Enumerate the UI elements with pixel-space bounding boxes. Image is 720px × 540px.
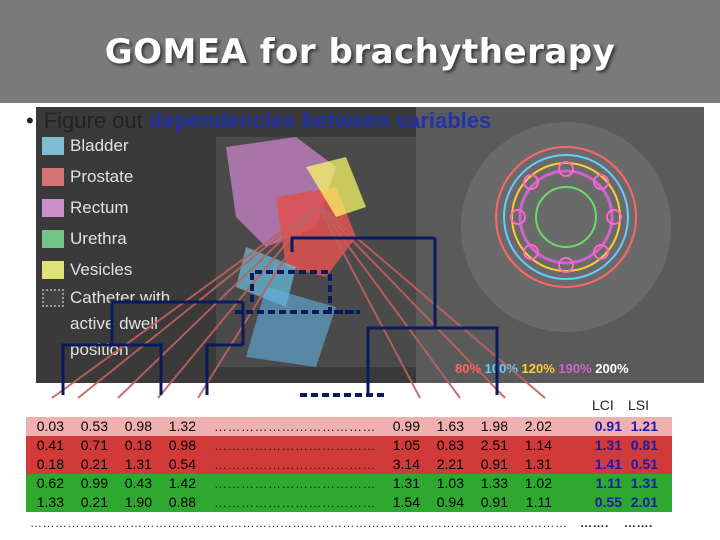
slide-title: GOMEA for brachytherapy [104, 31, 616, 72]
table-cell: 0.18 [124, 437, 152, 453]
lsi-value: 1.21 [630, 418, 658, 434]
row-band-1 [26, 417, 672, 436]
table-cell: 1.32 [168, 418, 196, 434]
row-band-3 [26, 455, 672, 474]
legend-item-prostate: Prostate [42, 161, 200, 192]
legend-swatch [42, 167, 64, 186]
legend-swatch [42, 260, 64, 279]
lsi-value: 2.01 [630, 494, 658, 510]
table-cell: 0.83 [436, 437, 464, 453]
legend-item-bladder: Bladder [42, 130, 200, 161]
table-cell: 0.91 [480, 494, 508, 510]
legend-swatch [42, 198, 64, 217]
table-cell: 0.03 [36, 418, 64, 434]
lci-value: 0.55 [594, 494, 622, 510]
table-cell: 0.99 [80, 475, 108, 491]
table-cell: 0.53 [80, 418, 108, 434]
table-cell: 1.54 [392, 494, 420, 510]
table-cell: 0.71 [80, 437, 108, 453]
isodose-legend: 80% 100% 120% 190% 200% [455, 361, 629, 376]
lci-dots: ……. [580, 516, 609, 530]
lci-value: 0.91 [594, 418, 622, 434]
middle-dots: ……………………………… [214, 476, 376, 491]
middle-dots: ……………………………… [214, 495, 376, 510]
title-bar: GOMEA for brachytherapy [0, 0, 720, 103]
legend-swatch [42, 136, 64, 155]
table-cell: 0.99 [392, 418, 420, 434]
table-cell: 1.98 [480, 418, 508, 434]
table-cell: 1.03 [436, 475, 464, 491]
lsi-value: 0.81 [630, 437, 658, 453]
isodose-120: 120% [521, 361, 555, 376]
isodose-190: 190% [558, 361, 592, 376]
bullet-point: •Figure out dependencies between variabl… [26, 108, 492, 133]
row-band-2 [26, 436, 672, 455]
table-cell: 0.18 [36, 456, 64, 472]
lsi-value: 0.51 [630, 456, 658, 472]
lci-header: LCI [592, 397, 614, 413]
table-cell: 1.33 [480, 475, 508, 491]
table-cell: 0.21 [80, 494, 108, 510]
legend-swatch [42, 229, 64, 248]
middle-dots: ……………………………… [214, 438, 376, 453]
table-cell: 0.98 [124, 418, 152, 434]
lci-value: 1.31 [594, 437, 622, 453]
lci-value: 1.11 [595, 475, 622, 491]
bottom-dots: …………………………………………………………………………………………………………… [30, 516, 568, 530]
table-cell: 0.91 [480, 456, 508, 472]
table-cell: 0.62 [36, 475, 64, 491]
table-cell: 1.31 [124, 456, 152, 472]
legend-item-vesicles: Vesicles [42, 254, 200, 285]
table-cell: 2.21 [436, 456, 464, 472]
table-cell: 0.54 [168, 456, 196, 472]
table-cell: 1.02 [524, 475, 552, 491]
table-cell: 1.63 [436, 418, 464, 434]
isodose-100: 100% [484, 361, 518, 376]
legend-item-urethra: Urethra [42, 223, 200, 254]
table-cell: 1.11 [525, 494, 552, 510]
table-cell: 0.94 [436, 494, 464, 510]
isodose-200: 200% [595, 361, 629, 376]
middle-dots: ……………………………… [214, 419, 376, 434]
table-cell: 2.02 [524, 418, 552, 434]
isodose-80: 80% [455, 361, 482, 376]
bullet-dot: • [26, 108, 34, 133]
row-band-4 [26, 474, 672, 493]
lsi-header: LSI [628, 397, 650, 413]
legend-swatch [42, 289, 64, 307]
table-cell: 2.51 [480, 437, 508, 453]
table-cell: 1.31 [524, 456, 552, 472]
middle-dots: ……………………………… [214, 457, 376, 472]
table-cell: 1.05 [392, 437, 420, 453]
row-band-5 [26, 493, 672, 512]
legend-item-rectum: Rectum [42, 192, 200, 223]
organ-legend: Bladder Prostate Rectum Urethra Vesicles… [42, 130, 200, 363]
lsi-value: 1.31 [630, 475, 658, 491]
table-cell: 1.42 [168, 475, 196, 491]
table-cell: 0.98 [168, 437, 196, 453]
table-cell: 0.43 [124, 475, 152, 491]
table-cell: 1.14 [524, 437, 552, 453]
table-cell: 3.14 [392, 456, 420, 472]
table-cell: 1.31 [392, 475, 420, 491]
table-cell: 0.41 [36, 437, 64, 453]
table-cell: 0.21 [80, 456, 108, 472]
lci-value: 1.41 [594, 456, 622, 472]
table-cell: 0.88 [168, 494, 196, 510]
table-cell: 1.33 [36, 494, 64, 510]
lsi-dots: ……. [624, 516, 653, 530]
table-cell: 1.90 [124, 494, 152, 510]
